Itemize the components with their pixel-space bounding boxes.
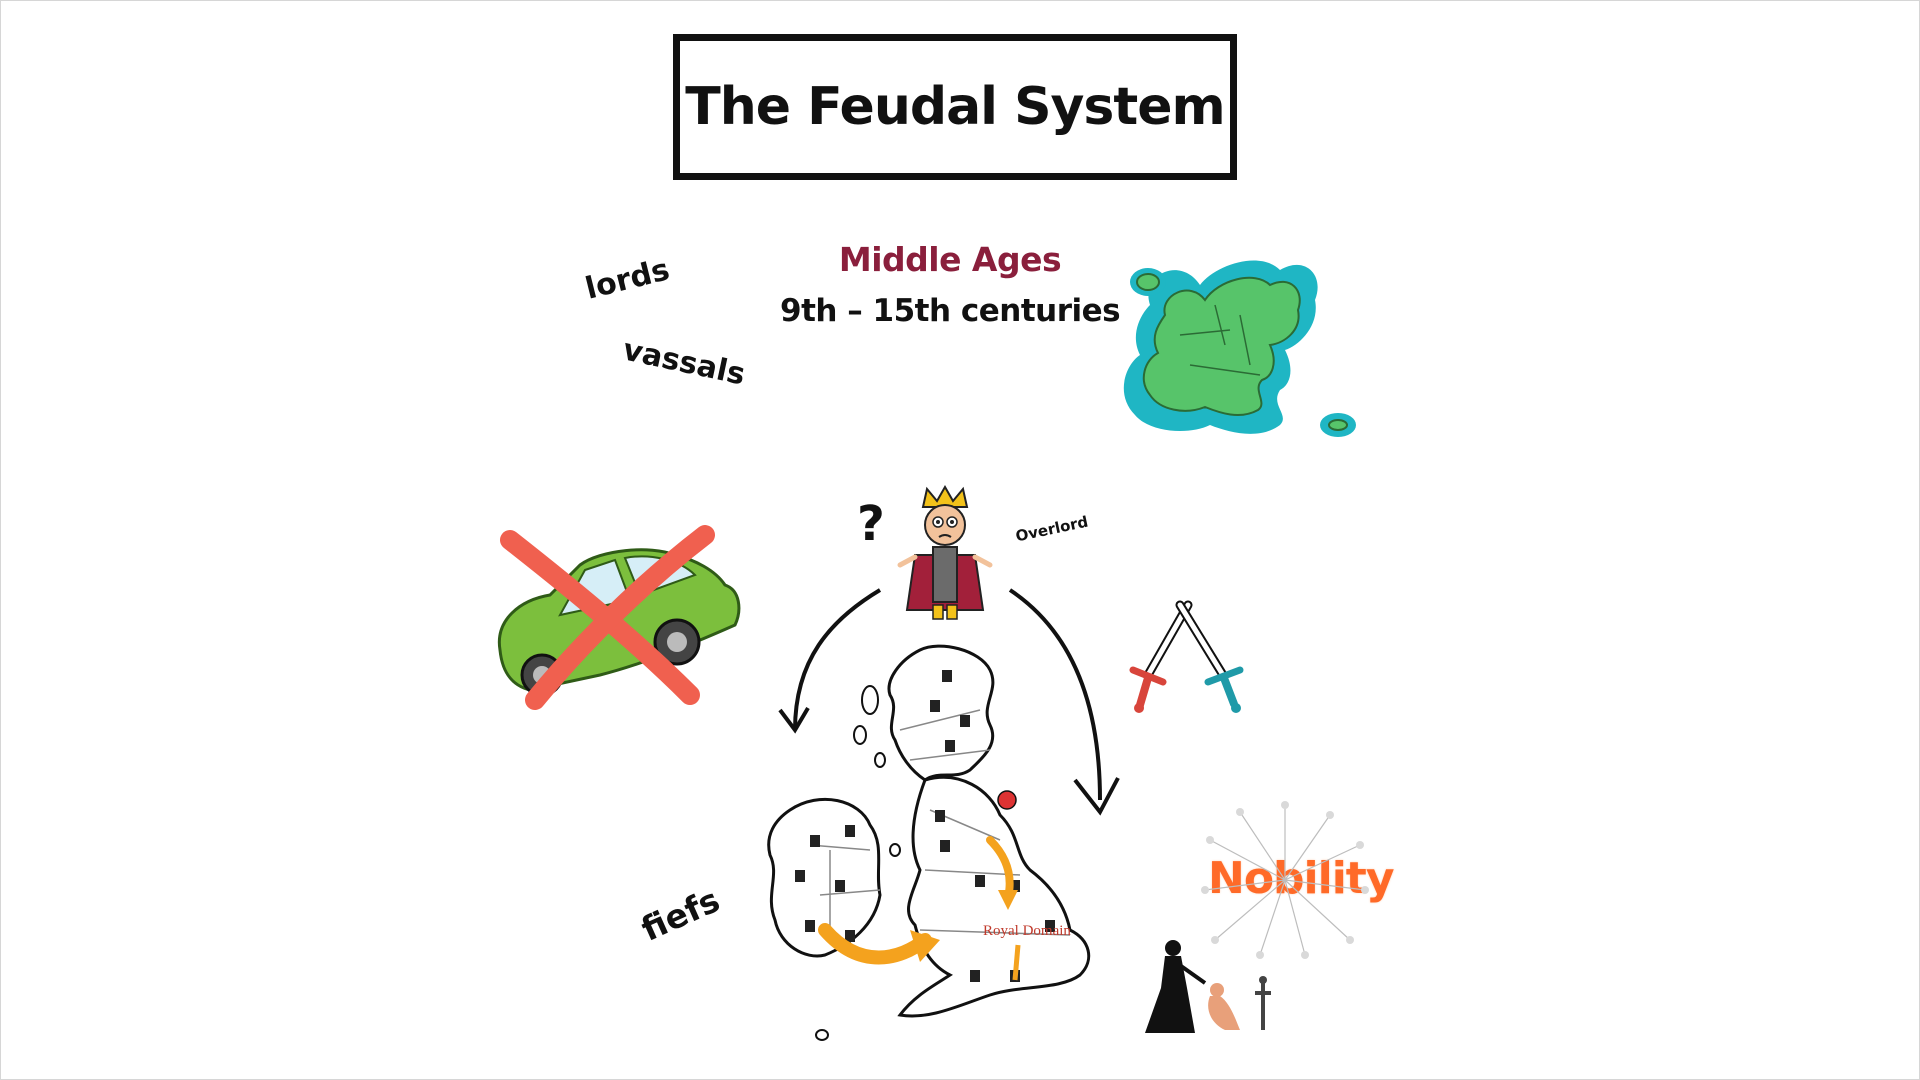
car-crossed-out-illustration (497, 525, 741, 710)
royal-domain-label: Royal Domain (983, 923, 1071, 939)
period-range: 9th – 15th centuries (780, 293, 1121, 329)
king-overlord-illustration (897, 485, 993, 620)
question-mark: ? (857, 496, 885, 552)
crossed-swords-illustration (1129, 600, 1244, 713)
knighting-ceremony-illustration (1145, 940, 1271, 1033)
title-box: The Feudal System (673, 34, 1237, 180)
period-title: Middle Ages (838, 240, 1062, 279)
flow-arrows (778, 588, 1120, 816)
slide-title: The Feudal System (685, 77, 1225, 137)
british-isles-map-illustration: Royal Domain (767, 644, 1091, 1041)
europe-map-illustration (1123, 260, 1356, 437)
nobility-sparkle-illustration (1201, 801, 1369, 959)
